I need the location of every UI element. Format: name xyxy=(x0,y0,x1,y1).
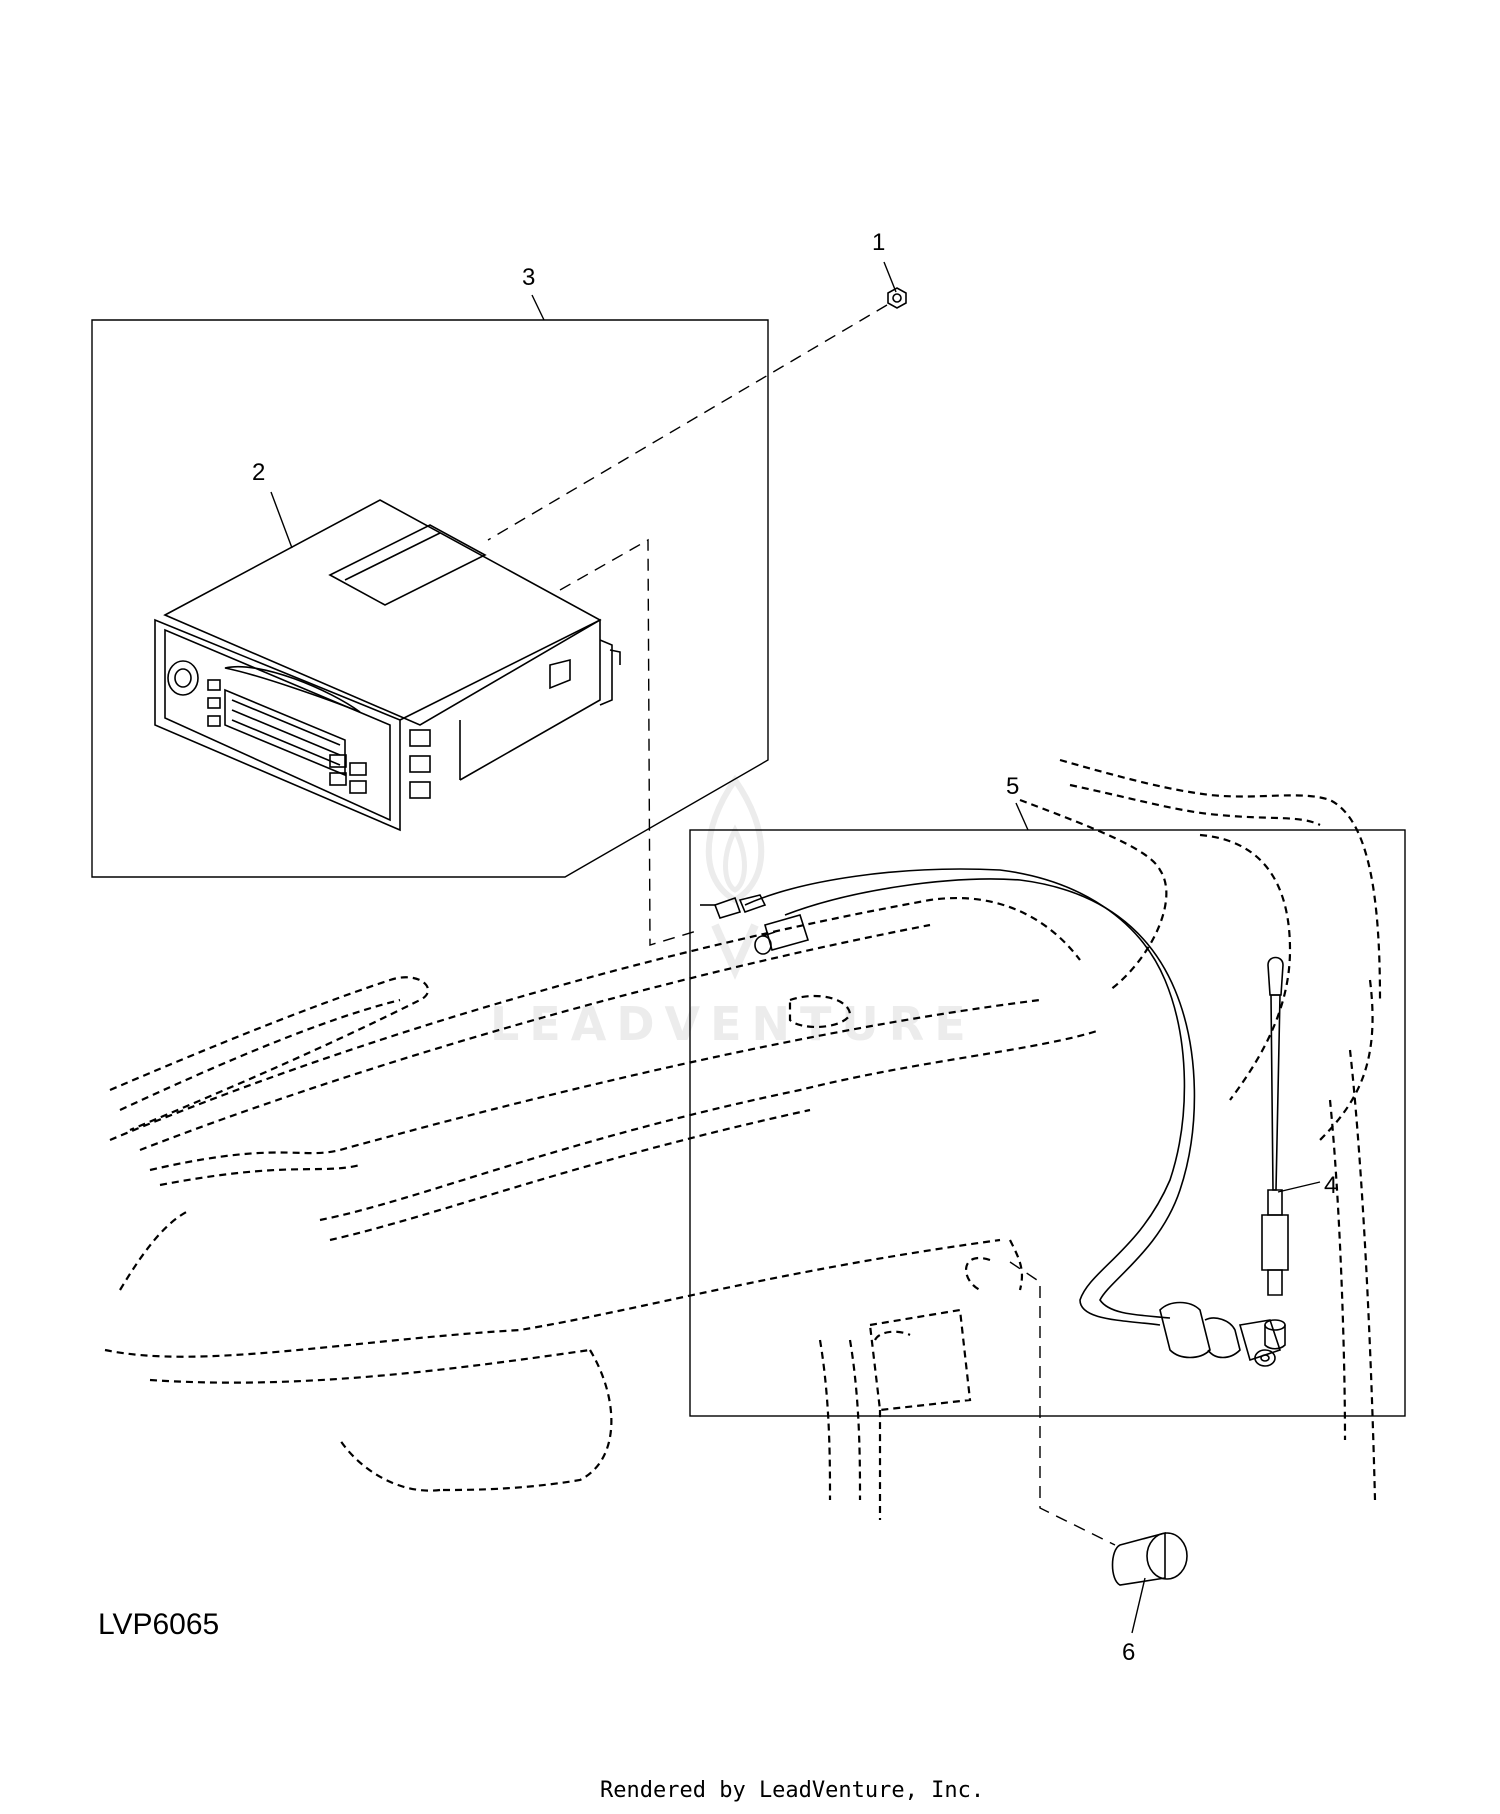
footer-credit: Rendered by LeadVenture, Inc. xyxy=(600,1778,984,1803)
vehicle-outline xyxy=(104,758,1382,1520)
leader-3 xyxy=(531,294,545,321)
leader-6 xyxy=(1131,1577,1146,1634)
nut xyxy=(887,287,907,309)
assembly-line-cable xyxy=(559,538,701,946)
antenna-mast xyxy=(1261,956,1289,1350)
antenna-cable xyxy=(700,868,1282,1367)
radio-kit-frame xyxy=(91,319,769,878)
radio-unit xyxy=(154,499,621,832)
callout-4: 4 xyxy=(1324,1172,1337,1199)
antenna-kit-frame xyxy=(689,829,1406,1417)
drawing-code: LVP6065 xyxy=(98,1608,219,1641)
leader-1 xyxy=(883,261,897,293)
leader-2 xyxy=(270,491,293,549)
watermark-logo xyxy=(705,774,765,980)
callout-2: 2 xyxy=(252,459,265,486)
callout-5: 5 xyxy=(1006,773,1019,800)
callout-3: 3 xyxy=(522,264,535,291)
plug-cap xyxy=(1111,1531,1188,1586)
leader-5 xyxy=(1015,802,1029,831)
callout-1: 1 xyxy=(872,229,885,256)
assembly-line-plug xyxy=(1009,1261,1116,1546)
assembly-line-nut xyxy=(487,304,888,541)
leader-4 xyxy=(1277,1181,1321,1193)
callout-6: 6 xyxy=(1122,1639,1135,1666)
watermark-text: LEADVENTURE xyxy=(490,997,976,1051)
